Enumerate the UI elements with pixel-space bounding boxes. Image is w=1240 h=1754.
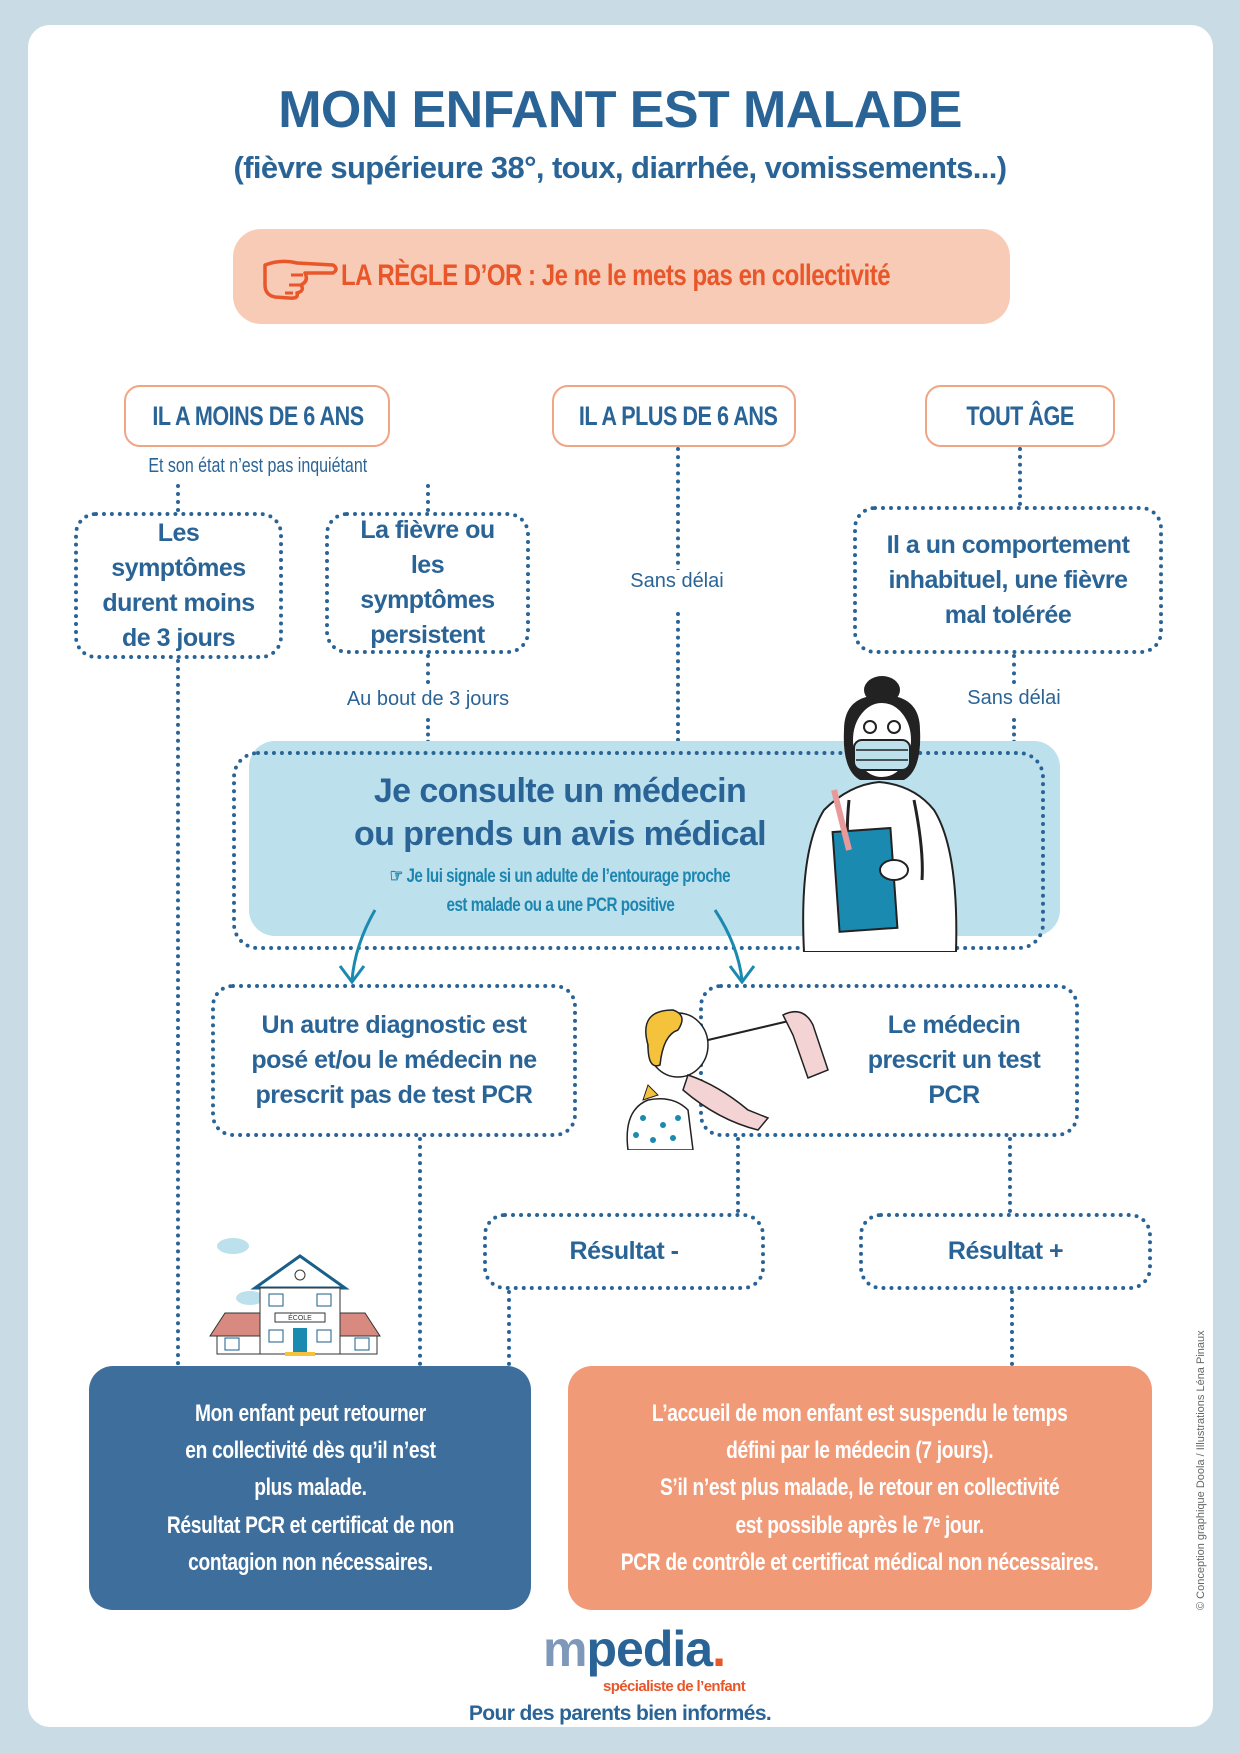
consult-note-line: est malade ou a une PCR positive [446,895,674,917]
condition-persistent-symptoms: La fièvre ou les symptômes persistent [325,512,530,654]
consult-title: Je consulte un médecin ou prends un avis… [300,770,820,855]
condition-short-symptoms: Les symptômes durent moins de 3 jours [74,512,283,659]
pointing-hand-icon [263,259,338,300]
logo-subtitle: spécialiste de l’enfant [603,1678,746,1695]
arrow-right-icon [713,909,744,981]
logo-dot: . [712,1621,726,1677]
page-title: MON ENFANT EST MALADE [278,81,962,139]
connector [426,484,430,512]
result-positive: Résultat + [859,1213,1152,1290]
final-left-line: contagion non nécessaires. [187,1548,433,1576]
credit-text: © Conception graphique Doola / Illustrat… [1195,1330,1207,1610]
consult-note: ☞ Je lui signale si un adulte de l’entou… [280,862,840,921]
age-any-label: TOUT ÂGE [966,401,1074,431]
doctor-illustration [802,676,958,952]
golden-rule-text: LA RÈGLE D’OR : Je ne le mets pas en col… [341,259,891,292]
connector [418,1137,422,1366]
arrows [338,909,756,985]
result-negative: Résultat - [483,1213,765,1290]
age-under-6: IL A MOINS DE 6 ANS [124,385,390,447]
final-right-line: est possible après le 7ᵉ jour. [735,1511,985,1539]
final-left-line: plus malade. [253,1474,367,1502]
golden-rule-banner: LA RÈGLE D’OR : Je ne le mets pas en col… [233,229,1010,324]
connector [176,659,180,1366]
timing-after-3-days: Au bout de 3 jours [333,688,523,711]
page-subtitle: (fièvre supérieure 38°, toux, diarrhée, … [233,150,1007,185]
tagline: Pour des parents bien informés. [468,1702,772,1725]
outcome-other-diagnosis: Un autre diagnostic est posé et/ou le mé… [211,984,577,1137]
connector [426,654,430,684]
age-any: TOUT ÂGE [925,385,1115,447]
age-over-6: IL A PLUS DE 6 ANS [552,385,796,447]
connector [736,1137,740,1213]
connector [507,1290,511,1366]
consult-title-line: ou prends un avis médical [353,814,767,853]
final-left-line: en collectivité dès qu’il n’est [184,1437,436,1465]
consult-box-border [232,751,1045,950]
consult-title-line: Je consulte un médecin [373,772,747,810]
connector [1010,1290,1014,1366]
connector [176,484,180,512]
connector [1008,1137,1012,1213]
connector [426,718,430,751]
logo-pedia: pedia [586,1621,713,1677]
connector [1018,447,1022,506]
connector [676,612,680,742]
final-return-box: Mon enfant peut retourner en collectivit… [89,1366,531,1610]
final-right-line: L’accueil de mon enfant est suspendu le … [652,1400,1068,1428]
under-6-note: Et son état n’est pas inquiétant [88,455,428,478]
final-right-line: S’il n’est plus malade, le retour en col… [660,1474,1060,1502]
age-under-6-label: IL A MOINS DE 6 ANS [152,401,364,431]
final-left-line: Mon enfant peut retourner [194,1400,426,1428]
final-right-line: défini par le médecin (7 jours). [726,1437,994,1465]
final-left-line: Résultat PCR et certificat de non [166,1511,454,1539]
condition-unusual-behaviour: Il a un comportement inhabituel, une fiè… [853,506,1163,654]
age-over-6-label: IL A PLUS DE 6 ANS [578,401,778,431]
school-sign-text: ÉCOLE [288,1313,312,1322]
under-6-note-text: Et son état n’est pas inquiétant [148,455,368,477]
connector [1012,718,1016,751]
timing-no-delay-1: Sans délai [597,570,757,593]
logo-m: m [543,1621,587,1677]
connector [676,447,680,573]
final-right-line: PCR de contrôle et certificat médical no… [621,1548,1099,1576]
outcome-pcr-prescribed: Le médecin prescrit un test PCR [699,984,1079,1137]
connector [1012,654,1016,684]
school-illustration: ÉCOLE [209,1238,381,1356]
arrow-left-icon [350,909,377,981]
mpedia-logo: mpedia. spécialiste de l’enfant [543,1620,746,1695]
final-suspended-box: L’accueil de mon enfant est suspendu le … [568,1366,1152,1610]
timing-no-delay-2: Sans délai [934,687,1094,710]
pcr-swab-illustration [626,1009,829,1150]
consult-note-line: ☞ Je lui signale si un adulte de l’entou… [389,866,731,887]
